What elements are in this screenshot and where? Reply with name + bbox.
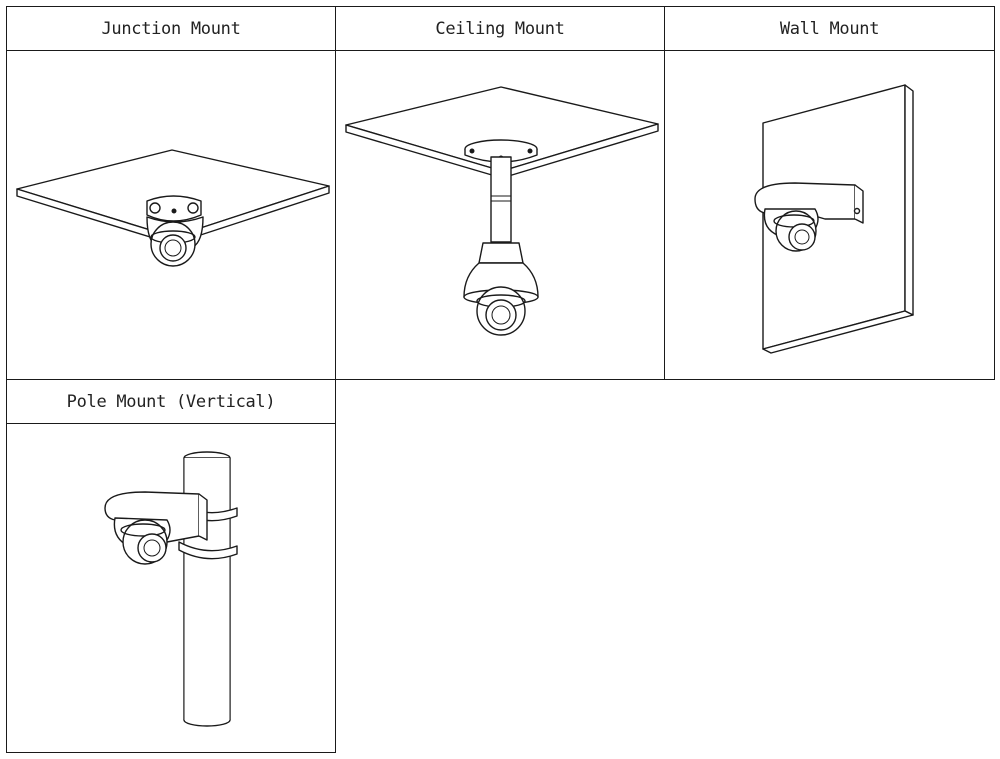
panel-title: Junction Mount [7,7,335,51]
panel-title: Ceiling Mount [336,7,664,51]
panel-title: Wall Mount [665,7,994,51]
pole-mount-vertical-illustration [104,451,238,727]
panel-pole-mount-vertical: Pole Mount (Vertical) [6,379,336,753]
ceiling-mount-illustration [345,86,659,336]
junction-mount-illustration [16,149,330,267]
panel-wall-mount: Wall Mount [664,6,995,380]
panel-ceiling-mount: Ceiling Mount [335,6,665,380]
panel-junction-mount: Junction Mount [6,6,336,380]
wall-mount-illustration [754,84,914,354]
panel-title: Pole Mount (Vertical) [7,380,335,424]
